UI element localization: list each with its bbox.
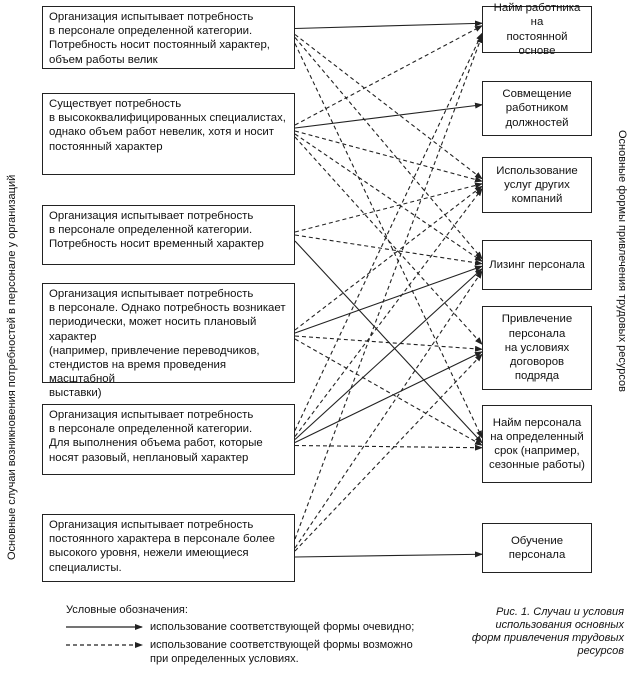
link-arrow (294, 43, 483, 439)
legend-dashed-text: использование соответствующей формы возм… (150, 639, 413, 665)
link-arrow (294, 102, 483, 129)
link-arrow (294, 353, 483, 552)
link-arrow (294, 551, 483, 558)
link-arrow (294, 37, 483, 260)
case-box-2: Существует потребность в высококвалифици… (42, 93, 295, 175)
form-box-fixed-term-hire: Найм персонала на определенный срок (нап… (482, 405, 592, 483)
form-box-outsourcing: Использование услуг других компаний (482, 157, 592, 213)
link-arrow (294, 136, 483, 345)
link-arrow (294, 335, 483, 352)
case-box-3: Организация испытывает потребность в пер… (42, 205, 295, 265)
case-box-6: Организация испытывает потребность посто… (42, 514, 295, 582)
link-arrow (294, 34, 483, 540)
link-arrow (294, 338, 483, 446)
link-arrow (294, 265, 483, 334)
form-box-staff-leasing: Лизинг персонала (482, 240, 592, 290)
legend-title: Условные обозначения: (66, 604, 188, 616)
case-box-4: Организация испытывает потребность в пер… (42, 283, 295, 399)
form-box-contract-work: Привлечение персонала на условиях догово… (482, 306, 592, 390)
form-box-job-combination: Совмещение работником должностей (482, 81, 592, 136)
form-box-permanent-hire: Найм работника на постоянной основе (482, 2, 592, 57)
link-arrow (294, 130, 483, 183)
link-arrow (294, 20, 483, 30)
link-arrow (294, 234, 483, 266)
link-arrow (294, 268, 483, 440)
link-arrow (294, 187, 483, 437)
form-box-training: Обучение персонала (482, 523, 592, 573)
figure-caption: Рис. 1. Случаи и условия использования о… (471, 606, 624, 657)
case-box-1: Организация испытывает потребность в пер… (42, 6, 295, 69)
link-arrow (294, 34, 483, 180)
link-arrow (294, 351, 483, 443)
link-arrow (294, 240, 483, 444)
link-arrow (294, 444, 483, 451)
link-arrow (294, 133, 483, 262)
case-box-5: Организация испытывает потребность в пер… (42, 404, 295, 475)
legend-solid-text: использование соответствующей формы очев… (150, 621, 415, 633)
link-arrow (294, 25, 483, 126)
link-arrow (294, 32, 483, 431)
link-arrow (294, 185, 483, 331)
